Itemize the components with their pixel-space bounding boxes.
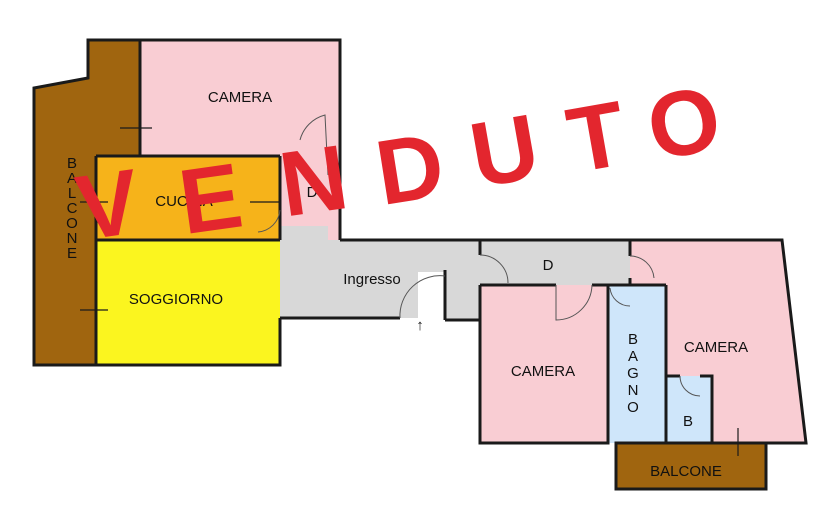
walls <box>34 38 808 445</box>
camera-top-label: CAMERA <box>208 89 272 106</box>
ingresso-area <box>280 226 630 320</box>
door-swings <box>257 114 701 397</box>
stamp-letter: N <box>274 126 354 236</box>
stamp-letter: O <box>639 67 729 181</box>
disimpegno-right-label: D <box>543 257 554 274</box>
stamp-letter: D <box>369 114 451 225</box>
bagno-small-label: B <box>683 413 693 430</box>
cucina-label: CUCINA <box>155 193 213 210</box>
camera-mid-label: CAMERA <box>511 363 575 380</box>
cucina-area <box>96 156 280 240</box>
ingresso-label: Ingresso <box>343 271 401 288</box>
balcone-bottom-area <box>614 441 768 491</box>
camera-top-area <box>140 40 340 156</box>
soggiorno-label: SOGGIORNO <box>129 291 223 308</box>
camera-right-label: CAMERA <box>684 339 748 356</box>
entrance-arrow-icon: ↑ <box>416 317 424 334</box>
stamp-letter: T <box>560 82 633 192</box>
stamp-letter: U <box>463 95 546 207</box>
camera-right-area <box>630 240 806 443</box>
bagno-area <box>608 285 666 443</box>
window-marks <box>80 118 739 456</box>
camera-top-lower-area <box>280 156 340 240</box>
soggiorno-area <box>96 240 280 365</box>
disimpegno-left-label: D <box>307 184 318 201</box>
bagno-small-area <box>666 376 712 443</box>
camera-mid-area <box>480 285 608 443</box>
stamp-letter: V <box>70 151 145 261</box>
balcone-bottom-label: BALCONE <box>650 463 722 480</box>
stamp-letter: E <box>173 145 248 255</box>
